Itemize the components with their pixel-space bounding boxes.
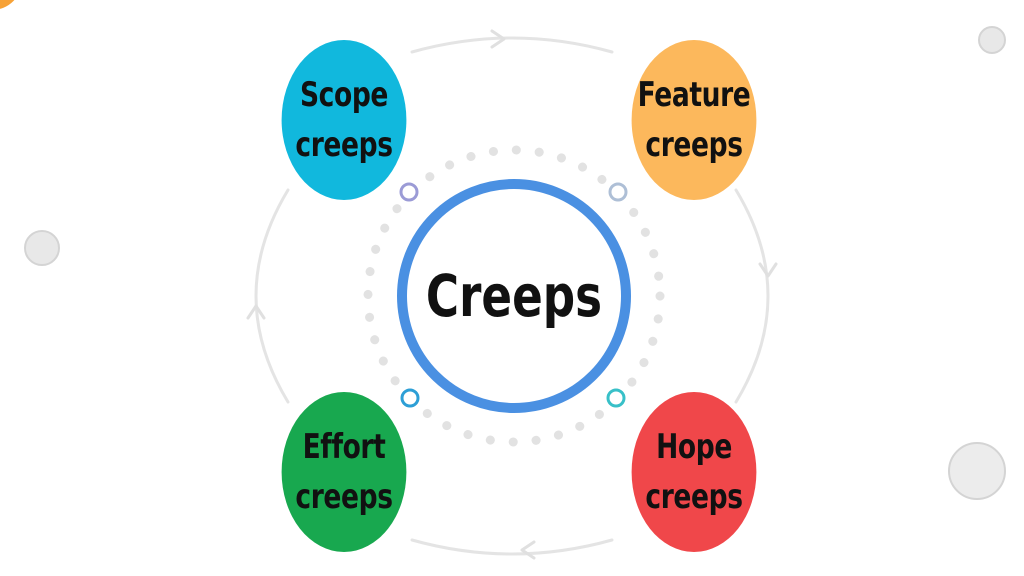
corner-decoration (0, 0, 15, 9)
node-label-line1: Feature (637, 75, 751, 115)
arrow-left-icon (520, 540, 536, 560)
node-label-line1: Hope (656, 427, 732, 467)
node-label-line2: creeps (645, 125, 743, 165)
orbit-arc-bottom (410, 538, 614, 556)
node-label-line2: creeps (645, 477, 743, 517)
deco-circle-left (24, 230, 60, 266)
connector-ring-hope (606, 388, 626, 408)
arrow-down-icon (758, 262, 778, 278)
orbit-arcs (254, 36, 770, 556)
orbit-arc-top (410, 36, 614, 54)
node-label-line1: Effort (302, 427, 386, 467)
node-label-line1: Scope (299, 75, 389, 115)
node-effort-creeps: Effort creeps (281, 392, 407, 552)
node-hope-creeps: Hope creeps (631, 392, 757, 552)
connector-ring-feature (608, 182, 628, 202)
deco-circle-bottom-right (948, 442, 1006, 500)
node-feature-creeps: Feature creeps (631, 40, 757, 200)
orbit-arc-right (734, 188, 770, 404)
center-ring (397, 179, 631, 413)
center-label: Creeps (425, 262, 603, 330)
arrow-right-icon (490, 29, 506, 49)
connector-ring-scope (399, 182, 419, 202)
deco-circle-top-right (978, 26, 1006, 54)
orbit-arc-left (254, 188, 290, 404)
dotted-ring (363, 145, 665, 447)
node-label-line2: creeps (295, 477, 393, 517)
arrow-up-icon (246, 304, 266, 320)
connector-ring-effort (400, 388, 420, 408)
node-label-line2: creeps (295, 125, 393, 165)
node-scope-creeps: Scope creeps (281, 40, 407, 200)
orbit-arrows (246, 29, 778, 560)
